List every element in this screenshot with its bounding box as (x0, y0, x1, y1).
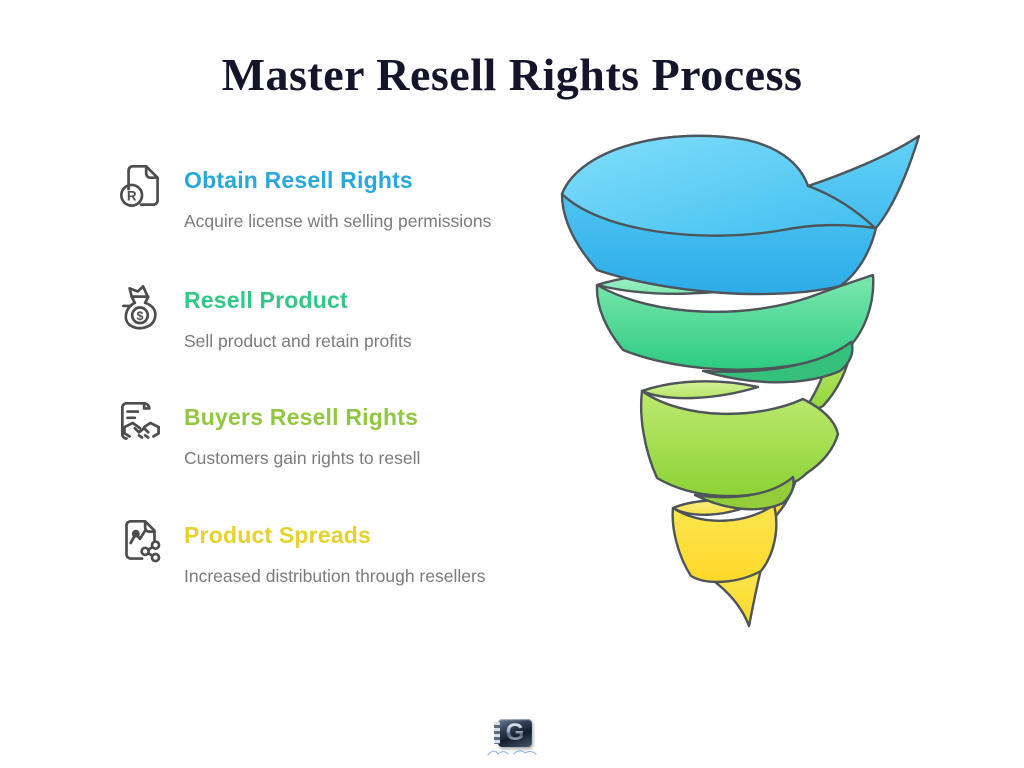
logo-mark: G (494, 719, 532, 747)
funnel-tier4-band (671, 503, 778, 584)
step-heading: Buyers Resell Rights (184, 404, 419, 430)
funnel-tier1-opening (560, 134, 877, 237)
spiral-funnel-graphic (560, 134, 921, 628)
contract-handshake-icon (112, 395, 170, 453)
funnel-tier3-under-fold (693, 475, 795, 511)
step-description: Sell product and retain profits (184, 331, 412, 351)
logo-letter: G (498, 719, 532, 747)
icon-symbol-dollar: $ (137, 309, 144, 323)
step-heading: Obtain Resell Rights (184, 167, 413, 193)
step-obtain-resell-rights: R Obtain Resell Rights Acquire license w… (112, 158, 491, 232)
step-description: Customers gain rights to resell (184, 448, 421, 468)
step-heading: Product Spreads (184, 522, 372, 548)
brand-logo: G (484, 719, 546, 758)
chart-share-document-icon (112, 513, 170, 571)
page-title: Master Resell Rights Process (221, 49, 803, 100)
step-buyers-resell-rights: Buyers Resell Rights Customers gain righ… (112, 395, 420, 469)
funnel-tier3-band (639, 389, 840, 498)
step-resell-product: $ Resell Product Sell product and retain… (112, 278, 412, 352)
money-bag-icon: $ (112, 278, 170, 336)
step-heading: Resell Product (184, 287, 348, 313)
step-description: Acquire license with selling permissions (184, 211, 492, 231)
funnel-tier2-band (595, 273, 875, 371)
step-product-spreads: Product Spreads Increased distribution t… (112, 513, 486, 587)
step-description: Increased distribution through resellers (184, 566, 486, 586)
license-r-document-icon: R (112, 158, 170, 216)
funnel-tier2-under-fold (701, 340, 854, 384)
logo-signature-squiggle (487, 750, 537, 756)
funnel-tier3-top-surface (640, 380, 760, 400)
icon-letter-r: R (127, 188, 137, 203)
